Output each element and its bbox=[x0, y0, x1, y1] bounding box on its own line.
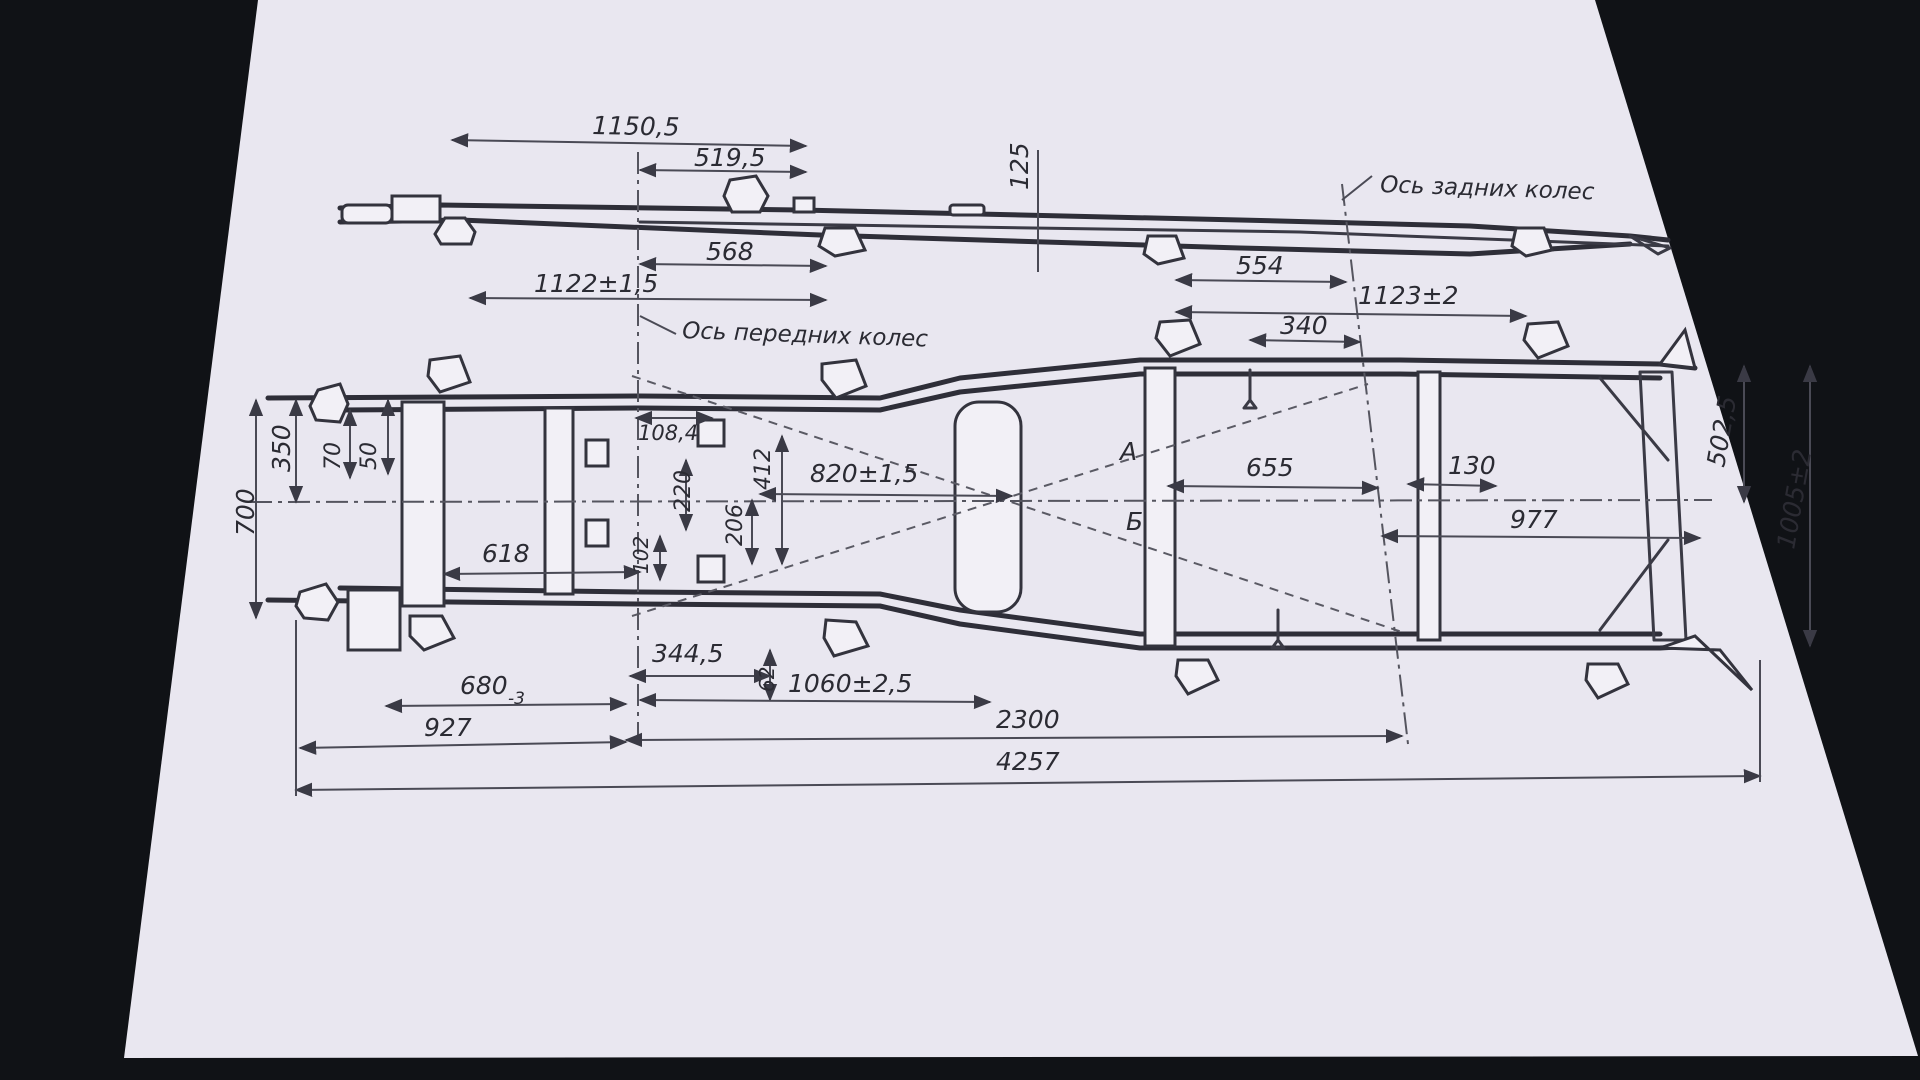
rear-corner-bracket-bottom bbox=[1659, 634, 1754, 692]
front-spring-bracket bbox=[346, 588, 402, 652]
front-axle-leader bbox=[639, 315, 677, 335]
pin-upper bbox=[1242, 368, 1258, 410]
dim-2300: 2300 bbox=[996, 705, 1060, 734]
dim-line-618 bbox=[442, 564, 642, 582]
dim-1123: 1123±2 bbox=[1358, 281, 1458, 310]
spring-hanger-3 bbox=[817, 226, 868, 258]
rear-gusset-top bbox=[1598, 376, 1670, 462]
spring-hanger-5 bbox=[1510, 226, 1554, 258]
clip-4 bbox=[696, 554, 726, 584]
clip-3 bbox=[696, 418, 726, 448]
front-crossmember bbox=[400, 400, 446, 608]
bumper-stub bbox=[340, 203, 394, 225]
rear-gusset-bottom bbox=[1598, 538, 1670, 632]
dim-350: 350 bbox=[267, 424, 296, 472]
dim-line-1122 bbox=[468, 290, 828, 308]
rear-hook bbox=[1628, 234, 1672, 256]
dim-line-977 bbox=[1380, 528, 1702, 546]
dim-206: 206 bbox=[723, 504, 748, 546]
dim-line-340 bbox=[1248, 333, 1362, 349]
dim-700: 700 bbox=[231, 488, 260, 536]
dim-50: 50 bbox=[357, 442, 382, 470]
spring-hanger-4 bbox=[1142, 234, 1186, 266]
dim-655: 655 bbox=[1246, 453, 1294, 482]
dim-62: 62 bbox=[755, 667, 779, 692]
dim-line-2300 bbox=[624, 728, 1404, 748]
top-hanger-rr1 bbox=[1174, 658, 1221, 696]
rear-axle-line bbox=[1341, 183, 1409, 745]
dim-618: 618 bbox=[482, 539, 530, 568]
dim-130: 130 bbox=[1448, 451, 1496, 480]
front-hook-left bbox=[308, 382, 350, 424]
dim-554: 554 bbox=[1236, 251, 1284, 280]
dim-line-820 bbox=[758, 486, 1014, 504]
clip-1 bbox=[584, 438, 610, 468]
dim-125: 125 bbox=[1005, 142, 1034, 190]
dim-568: 568 bbox=[706, 237, 754, 266]
dim-line-1060 bbox=[638, 692, 992, 710]
dim-line-554 bbox=[1174, 272, 1348, 290]
top-hanger-fr bbox=[408, 614, 457, 652]
cab-mount bbox=[948, 203, 986, 217]
dimension-labels: 1150,5 519,5 125 568 1122±1,5 554 1123±2… bbox=[231, 111, 1817, 776]
dim-412: 412 bbox=[751, 448, 776, 490]
dim-1122: 1122±1,5 bbox=[534, 269, 658, 298]
right-rail-outer bbox=[265, 597, 1698, 651]
pin-lower bbox=[1270, 608, 1286, 650]
dim-680-tolerance: -3 bbox=[508, 689, 525, 709]
top-hanger-mr bbox=[822, 618, 871, 658]
side-view bbox=[337, 150, 1672, 272]
dim-line-655 bbox=[1166, 478, 1380, 496]
dim-4257: 4257 bbox=[996, 747, 1060, 776]
top-hanger-ml bbox=[820, 358, 868, 400]
dim-977: 977 bbox=[1510, 505, 1558, 534]
dim-519_5: 519,5 bbox=[694, 143, 766, 172]
top-hanger-rr2 bbox=[1584, 662, 1631, 700]
small-bracket bbox=[792, 196, 816, 214]
diagonal-a bbox=[631, 375, 1403, 633]
top-hanger-rl2 bbox=[1522, 320, 1570, 360]
front-hook-right bbox=[294, 582, 340, 622]
dim-340: 340 bbox=[1280, 311, 1328, 340]
crossmember-4 bbox=[1143, 366, 1177, 648]
crossmember-5 bbox=[1416, 370, 1442, 642]
dim-927: 927 bbox=[424, 713, 472, 742]
dim-220: 220 bbox=[671, 470, 696, 512]
dim-820: 820±1,5 bbox=[810, 459, 918, 488]
dim-108_4: 108,4 bbox=[638, 421, 698, 445]
dim-line-680 bbox=[384, 696, 628, 714]
rear-corner-bracket-top bbox=[1657, 326, 1698, 370]
dim-line-927 bbox=[298, 735, 628, 755]
spring-hanger-1 bbox=[433, 216, 477, 246]
dim-344_5: 344,5 bbox=[652, 639, 724, 668]
dim-102: 102 bbox=[629, 536, 653, 574]
left-rail-inner bbox=[337, 371, 1663, 413]
transmission-crossmember bbox=[953, 400, 1023, 614]
right-rail-inner bbox=[337, 585, 1663, 637]
dim-line-4257 bbox=[294, 768, 1762, 798]
dim-line-130 bbox=[1406, 477, 1498, 493]
side-bracket bbox=[390, 194, 442, 224]
dimension-lines bbox=[248, 133, 1818, 798]
clip-2 bbox=[584, 518, 610, 548]
dim-680: 680 bbox=[460, 671, 508, 700]
dim-line-519_5 bbox=[638, 162, 808, 180]
dim-line-1150_5 bbox=[450, 133, 808, 153]
top-hanger-fl bbox=[426, 354, 472, 394]
dim-1060: 1060±2,5 bbox=[788, 669, 912, 698]
dim-70: 70 bbox=[321, 442, 346, 470]
dim-1150_5: 1150,5 bbox=[592, 111, 680, 142]
dim-line-568 bbox=[638, 256, 828, 274]
point-a: А bbox=[1118, 437, 1137, 466]
point-b: Б bbox=[1126, 507, 1143, 536]
left-rail-outer bbox=[265, 357, 1698, 401]
rear-axle-leader bbox=[1341, 175, 1373, 201]
top-view bbox=[249, 152, 1754, 745]
dim-line-1123 bbox=[1174, 304, 1528, 324]
